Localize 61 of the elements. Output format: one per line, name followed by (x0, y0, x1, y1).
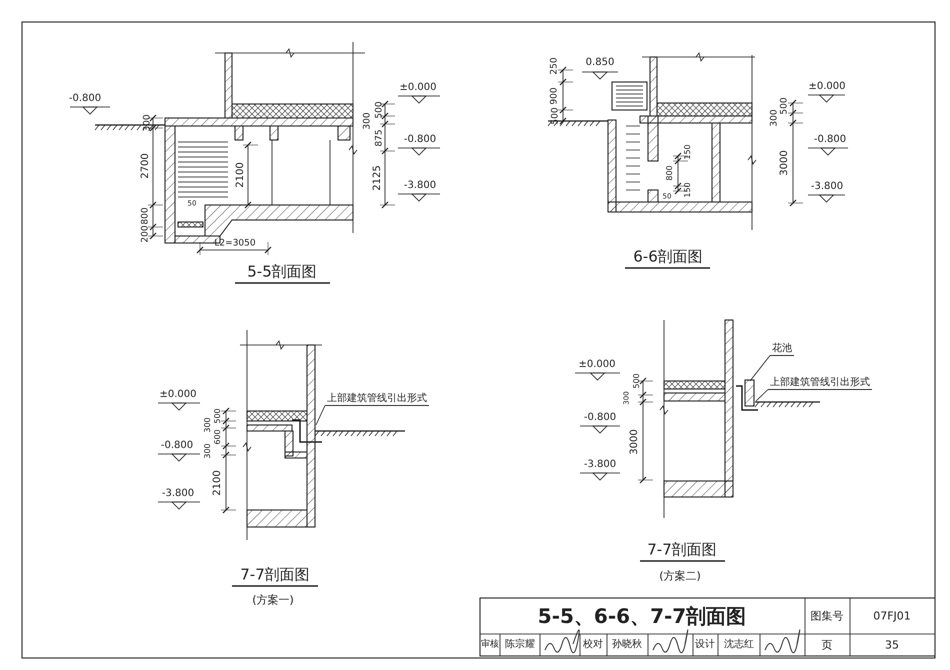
field-label: 校对 (583, 640, 603, 650)
dimension-value: 500 (780, 97, 790, 115)
scheme-note: (方案二) (659, 570, 701, 582)
elevation-value: ±0.000 (578, 360, 616, 370)
dimension-value: 3000 (630, 429, 640, 455)
dimension-value: 2100 (236, 162, 246, 188)
dimension-value: 800 (666, 165, 674, 181)
person-name: 沈志红 (724, 640, 754, 650)
elevation-value: -0.800 (68, 94, 102, 104)
person-name: 陈宗耀 (505, 640, 535, 650)
elevation-value: ±0.000 (400, 83, 436, 93)
field-label: 页 (822, 640, 832, 650)
scheme-note: (方案一) (252, 594, 294, 606)
dimension-value: 500 (214, 408, 222, 424)
leader-line (316, 405, 326, 426)
callout-note: 上部建筑管线引出形式 (768, 377, 872, 390)
dimension-value: 2125 (373, 165, 383, 191)
elevation-value: -3.800 (404, 181, 436, 191)
dimension-value: 150 (684, 144, 692, 160)
dimension-value: 300 (204, 443, 212, 459)
elevation-value: -0.800 (160, 441, 194, 451)
elevation-value: 0.850 (586, 58, 614, 68)
callout-note: 花池 (770, 343, 794, 356)
field-label: 设计 (695, 640, 715, 650)
elevation-value: -3.800 (584, 460, 616, 470)
dimension-value: 300 (364, 112, 372, 130)
dimension-value: 800 (142, 207, 150, 225)
dimension-value: 500 (376, 101, 384, 119)
dimension-value: 300 (770, 109, 780, 127)
dimension-value: L2=3050 (214, 240, 256, 248)
dimension-value: 300 (204, 417, 212, 433)
field-label: 审核 (481, 640, 499, 650)
elevation-value: -0.800 (814, 135, 846, 145)
drawing-number: 07FJ01 (873, 610, 911, 622)
elevation-value: -3.800 (810, 182, 844, 192)
dimension-value: 150 (684, 182, 692, 198)
elevation-value: -3.800 (162, 489, 194, 499)
field-label: 图集号 (810, 610, 844, 622)
dimension-value: 2700 (141, 153, 151, 179)
elevation-value: ±0.000 (160, 390, 196, 400)
section-title: 7-7剖面图 (240, 568, 310, 582)
section-title: 6-6剖面图 (633, 250, 703, 264)
dimension-value: 600 (214, 429, 222, 445)
dimension-value: 875 (376, 129, 384, 147)
dimension-value: 2100 (213, 470, 223, 496)
elevation-value: -0.800 (584, 413, 616, 423)
page-number: 35 (885, 640, 899, 650)
leader-line (756, 389, 768, 402)
dimension-value: 900 (550, 87, 560, 105)
dimension-value: 500 (633, 373, 641, 389)
section-title: 7-7剖面图 (647, 542, 717, 558)
elevation-value: ±0.000 (808, 82, 846, 92)
dimension-value: 200 (142, 225, 150, 243)
callout-note: 上部建筑管线引出形式 (325, 393, 429, 406)
drawing-title: 5-5、6-6、7-7剖面图 (538, 606, 746, 626)
elevation-value: -0.800 (404, 135, 436, 145)
leader-line (750, 355, 770, 382)
section-title: 5-5剖面图 (247, 264, 317, 280)
person-name: 孙晓秋 (612, 640, 642, 650)
dimension-value: 250 (550, 57, 560, 75)
dimension-value: 3000 (780, 150, 790, 176)
